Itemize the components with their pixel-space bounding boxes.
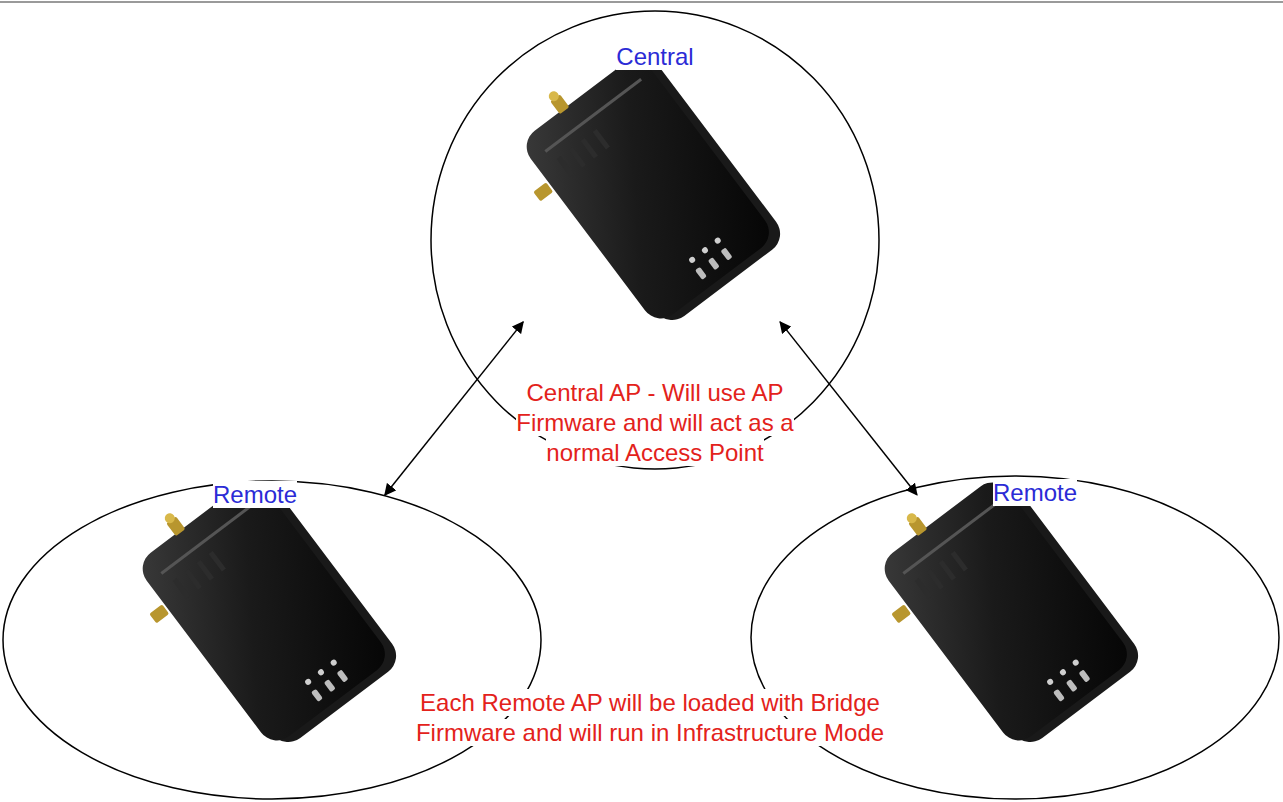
node-title-text: Remote [993,479,1077,506]
ellipse-outline [750,475,1280,800]
node-note: Central AP - Will use AP Firmware and wi… [515,378,795,468]
remote-device [108,453,404,766]
ellipse-outline [2,480,542,800]
central-device [492,31,788,344]
note-label-text: Each Remote AP will be loaded with Bridg… [416,689,884,746]
node-title: Central [555,42,755,72]
ellipse-node: CentralCentral AP - Will use AP Firmware… [430,10,880,470]
remote-device [850,453,1146,766]
note-label: Each Remote AP will be loaded with Bridg… [400,688,900,748]
node-title: Remote [950,478,1120,508]
node-note-text: Central AP - Will use AP Firmware and wi… [516,379,793,466]
node-title-text: Remote [213,481,297,508]
node-title-text: Central [616,43,693,70]
top-rule [0,1,1283,3]
ellipse-node: Remote [2,480,542,800]
node-title: Remote [170,480,340,510]
double-arrow [780,322,917,495]
ellipse-node: Remote [750,475,1280,800]
